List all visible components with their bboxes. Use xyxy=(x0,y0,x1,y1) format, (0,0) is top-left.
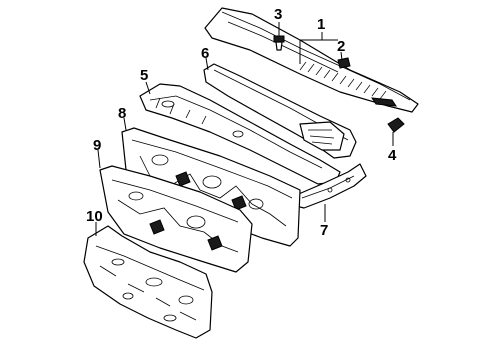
callout-6: 6 xyxy=(201,45,209,62)
side-bracket-part xyxy=(293,163,367,209)
clip-part-4 xyxy=(387,117,405,133)
insulator-pad-part xyxy=(83,225,213,339)
callout-1: 1 xyxy=(317,16,325,33)
callout-8: 8 xyxy=(118,105,126,122)
callout-2: 2 xyxy=(337,38,345,55)
cowl-grille-part xyxy=(204,7,419,113)
callout-3: 3 xyxy=(274,6,282,23)
callout-5: 5 xyxy=(140,67,148,84)
leader-lines xyxy=(95,22,394,236)
dash-insulator-part xyxy=(99,165,253,273)
clip-part-2 xyxy=(337,57,351,69)
cowl-panel-part xyxy=(203,63,357,159)
callout-4: 4 xyxy=(388,147,397,164)
fastener-part-3 xyxy=(273,35,285,51)
callout-10: 10 xyxy=(86,208,103,225)
callout-9: 9 xyxy=(93,137,101,154)
callout-7: 7 xyxy=(320,222,328,239)
